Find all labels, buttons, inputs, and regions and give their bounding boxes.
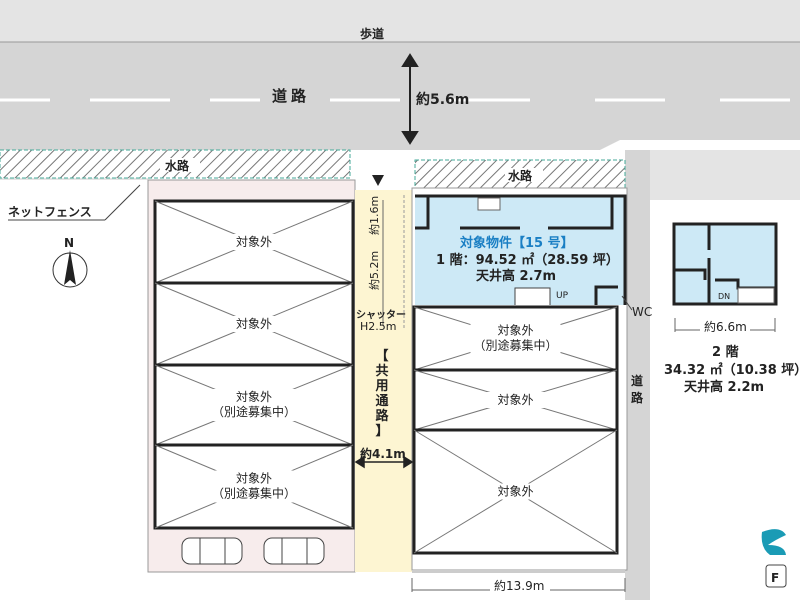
room-note: （別途募集中） <box>473 338 557 353</box>
room-excluded: 対象外 <box>153 199 355 285</box>
room-excluded: 対象外 <box>412 368 619 432</box>
room-excluded: 対象外（別途募集中） <box>153 363 355 447</box>
room-label: 対象外 <box>236 235 272 249</box>
room-excluded: 対象外（別途募集中） <box>412 305 619 372</box>
room-excluded: 対象外（別途募集中） <box>153 443 355 530</box>
dim-top: 約1.6m <box>367 196 381 235</box>
wc-label: WC <box>632 305 652 319</box>
target-ceiling: 天井高 2.7m <box>476 268 556 284</box>
road-width-arrow <box>401 53 419 145</box>
passage-char: 路 <box>375 408 389 424</box>
room-note: （別途募集中） <box>212 404 296 419</box>
sidewalk-label: 歩道 <box>360 26 384 41</box>
passage-width: 約4.1m <box>360 446 406 461</box>
room-note: （別途募集中） <box>212 486 296 501</box>
room-label: 対象外 <box>497 324 533 338</box>
target-floor1: 1 階：94.52 ㎡（28.59 坪） <box>436 252 619 268</box>
road-width: 約5.6m <box>416 91 469 108</box>
passage-width-arrow <box>354 455 414 469</box>
passage-char: 用 <box>374 379 388 394</box>
dim-side: 約5.2m <box>367 251 381 290</box>
north-arrow-icon <box>52 250 88 288</box>
waterway-left-label: 水路 <box>165 158 190 173</box>
room-label: 対象外 <box>236 390 272 404</box>
room-label: 対象外 <box>236 472 272 486</box>
floor2-width: 約6.6m <box>704 319 747 334</box>
target-unit <box>415 194 627 305</box>
passage-char: 共 <box>375 363 388 379</box>
bottom-width: 約13.9m <box>494 578 544 593</box>
company-logo-icon <box>761 529 786 555</box>
dn-label: DN <box>718 292 730 301</box>
up-label: UP <box>556 291 569 301</box>
room-label: 対象外 <box>236 317 272 331</box>
floor-logo-icon <box>765 564 787 588</box>
room-label: 対象外 <box>497 393 533 407</box>
room-excluded: 対象外 <box>153 281 355 367</box>
floor2-plan <box>672 222 778 306</box>
floor2-area: 34.32 ㎡（10.38 坪） <box>664 362 800 378</box>
logo-letter: F <box>771 571 779 585</box>
road-char: 道 <box>631 373 643 388</box>
waterway-right-label: 水路 <box>508 168 533 183</box>
car-icon <box>181 537 243 565</box>
right-road-label: 道路 <box>631 373 644 405</box>
passage-char: 通 <box>375 393 388 409</box>
fence-label: ネットフェンス <box>8 205 92 219</box>
shutter-height: H2.5m <box>360 320 396 333</box>
shutter-label: シャッター <box>356 309 406 321</box>
road-char: 路 <box>631 390 644 405</box>
car-icon <box>263 537 325 565</box>
floor2-ceiling: 天井高 2.2m <box>684 379 764 395</box>
room-excluded: 対象外 <box>412 428 619 555</box>
passage-char: 【 <box>375 348 388 364</box>
passage-char: 】 <box>375 423 388 439</box>
north-label: N <box>64 236 74 250</box>
floor2-title: 2 階 <box>712 344 739 360</box>
room-label: 対象外 <box>497 485 533 499</box>
road-label: 道路 <box>272 87 310 105</box>
target-title: 対象物件【15 号】 <box>459 235 574 251</box>
